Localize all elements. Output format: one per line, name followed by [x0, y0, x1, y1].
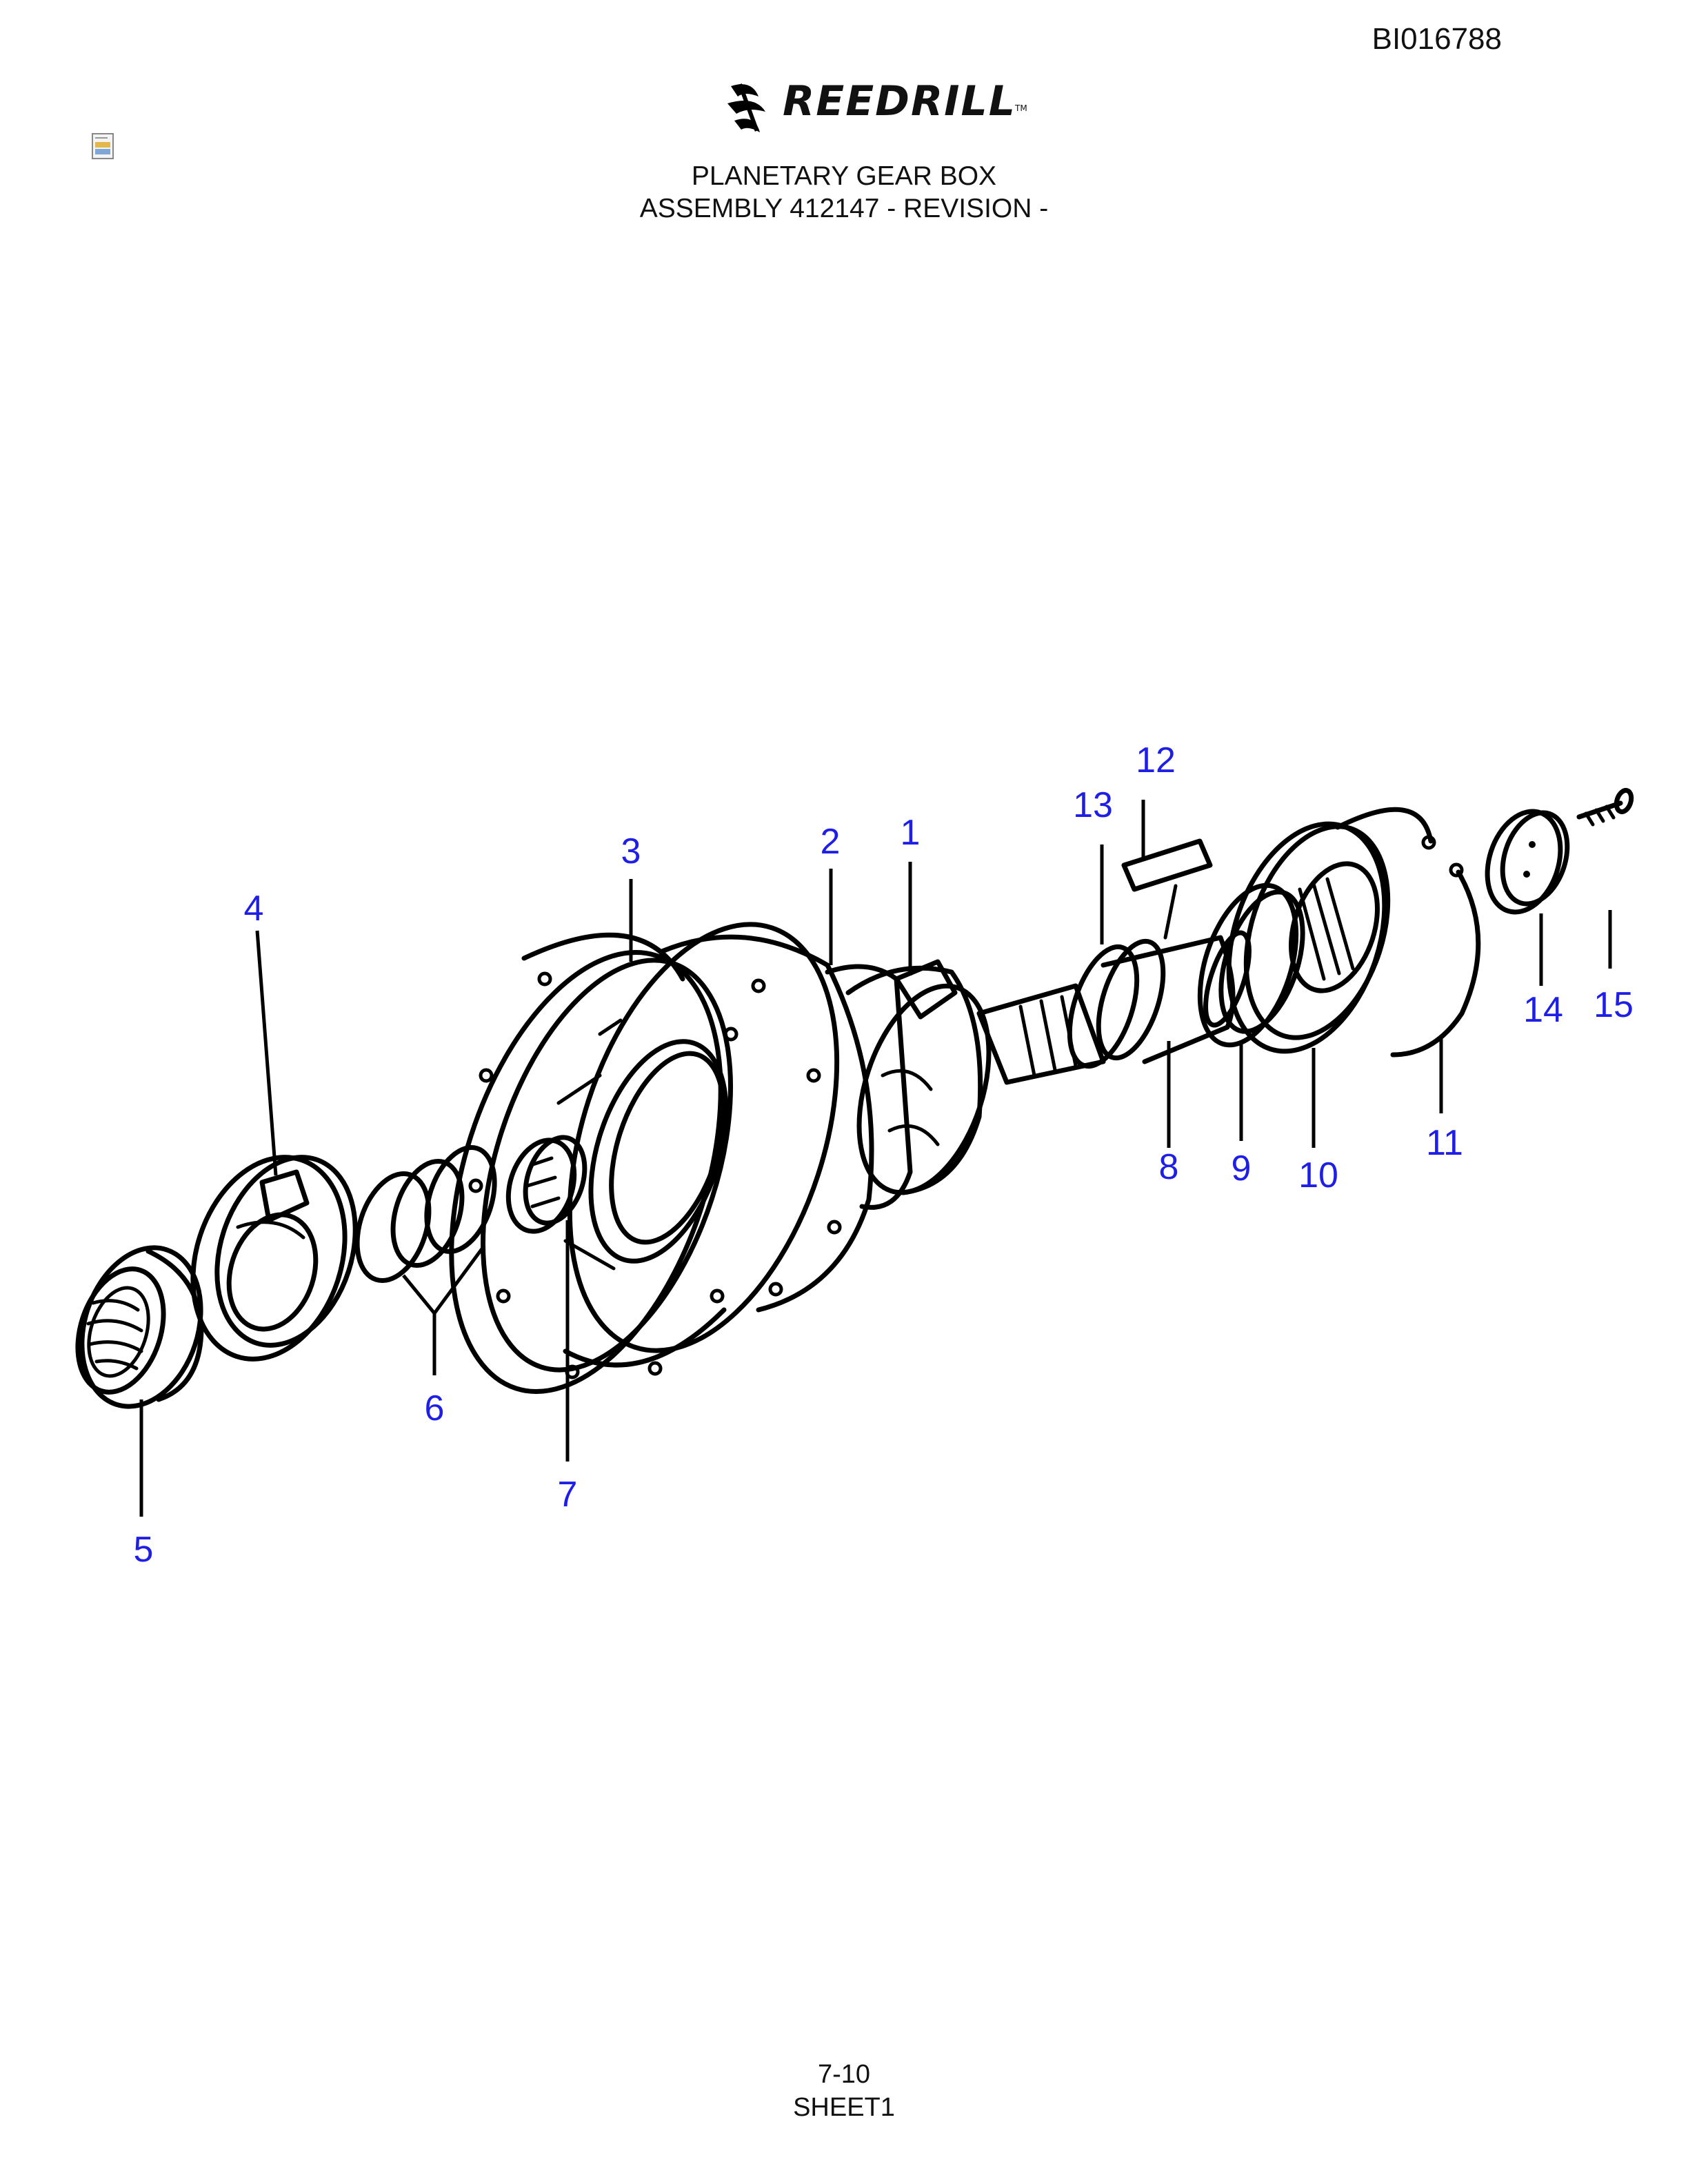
callout-1: 1 [901, 813, 921, 853]
callout-6: 6 [425, 1388, 445, 1428]
part-6-o-rings [354, 1145, 497, 1284]
page-title: PLANETARY GEAR BOX ASSEMBLY 412147 - REV… [0, 160, 1688, 225]
sheet-label: SHEET1 [793, 2093, 895, 2122]
callout-7: 7 [558, 1475, 578, 1515]
callout-12: 12 [1136, 740, 1176, 780]
callout-8: 8 [1159, 1147, 1179, 1187]
part-5-end-cap [75, 1245, 204, 1409]
title-line-2: ASSEMBLY 412147 - REVISION - [639, 194, 1049, 223]
part-15-bolt [1576, 787, 1634, 827]
callout-11: 11 [1426, 1123, 1463, 1163]
part-7-sun-gear [505, 1135, 587, 1234]
part-14-cover-plate [1485, 809, 1570, 915]
callout-15: 15 [1594, 985, 1634, 1025]
callout-4: 4 [244, 889, 264, 929]
callout-labels: 1 2 3 4 5 6 7 8 9 10 11 12 13 14 15 [134, 740, 1634, 1570]
callout-10: 10 [1298, 1155, 1338, 1195]
reedrill-logo-icon [727, 83, 765, 132]
leader-lines [139, 800, 1612, 1517]
part-4-bearing-cup [190, 1155, 358, 1362]
brand-name: REEDRILL [783, 77, 1016, 125]
part-10-bearing [1226, 821, 1391, 1054]
callout-5: 5 [134, 1530, 154, 1570]
page-footer: 7-10 SHEET1 [0, 2058, 1688, 2124]
reedrill-logo: REEDRILL TM [717, 76, 1034, 138]
callout-13: 13 [1073, 785, 1113, 825]
callout-14: 14 [1523, 990, 1563, 1030]
page-number: 7-10 [817, 2060, 871, 2089]
part-2-main-housing [567, 922, 913, 1353]
title-line-1: PLANETARY GEAR BOX [691, 161, 997, 191]
callout-3: 3 [621, 831, 641, 871]
brand-trademark: TM [1015, 103, 1027, 113]
part-1-planet-carrier [845, 959, 992, 1195]
part-12-key [1121, 838, 1213, 940]
file-icon[interactable] [90, 132, 117, 161]
part-11-snap-ring [1335, 807, 1481, 1058]
document-id: BI016788 [1372, 22, 1502, 56]
callout-9: 9 [1232, 1149, 1252, 1189]
callout-2: 2 [821, 822, 841, 862]
part-13-collar [1067, 938, 1166, 1069]
